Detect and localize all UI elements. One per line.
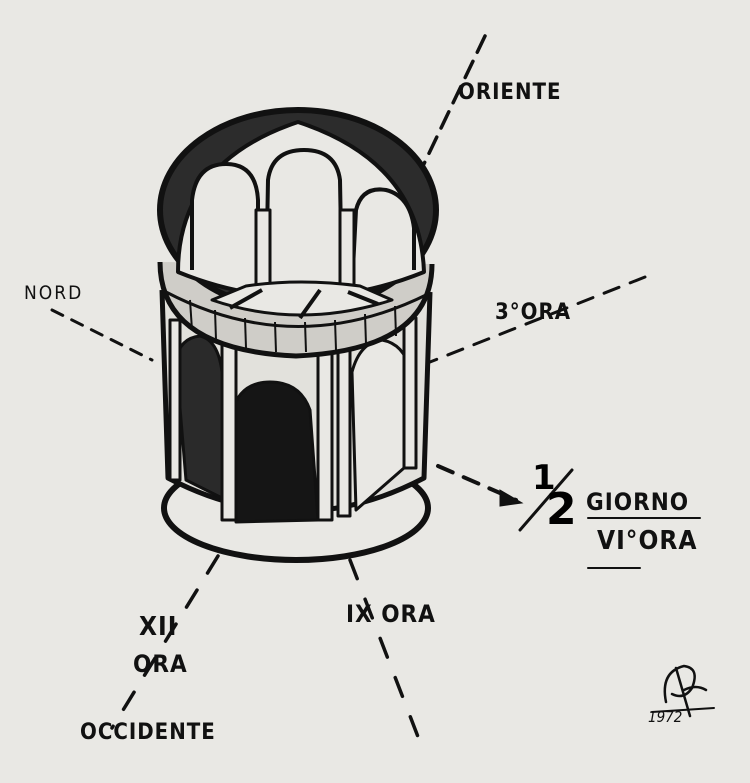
ray-nord [50, 308, 154, 362]
label-dodicesima: XII [139, 612, 178, 642]
label-oriente: ORIENTE [458, 80, 562, 105]
ray-oriente [420, 34, 487, 170]
fraction-numerator: 1 [532, 458, 556, 498]
signature-year: 1972 [648, 708, 683, 726]
label-ora: ORA [133, 650, 188, 678]
label-occidente: OCCIDENTE [80, 720, 216, 745]
label-terza-ora: 3°ORA [495, 300, 572, 325]
label-giorno: GIORNO [586, 488, 690, 516]
fraction-slash [518, 468, 574, 532]
ray-nona-ora [348, 558, 422, 744]
label-nona-ora: IX ORA [346, 600, 436, 628]
ray-dodicesima [110, 554, 220, 730]
signature-line [651, 707, 715, 713]
label-sesta-ora: VI°ORA [597, 526, 698, 556]
ray-terza-ora [428, 275, 647, 364]
arrow-head [499, 489, 524, 507]
label-nord: NORD [24, 282, 84, 304]
fraction-denominator: 2 [546, 484, 577, 535]
tempietto [157, 107, 439, 563]
label-mezzo: 1 2 [518, 458, 582, 535]
signature-mark [663, 664, 708, 718]
